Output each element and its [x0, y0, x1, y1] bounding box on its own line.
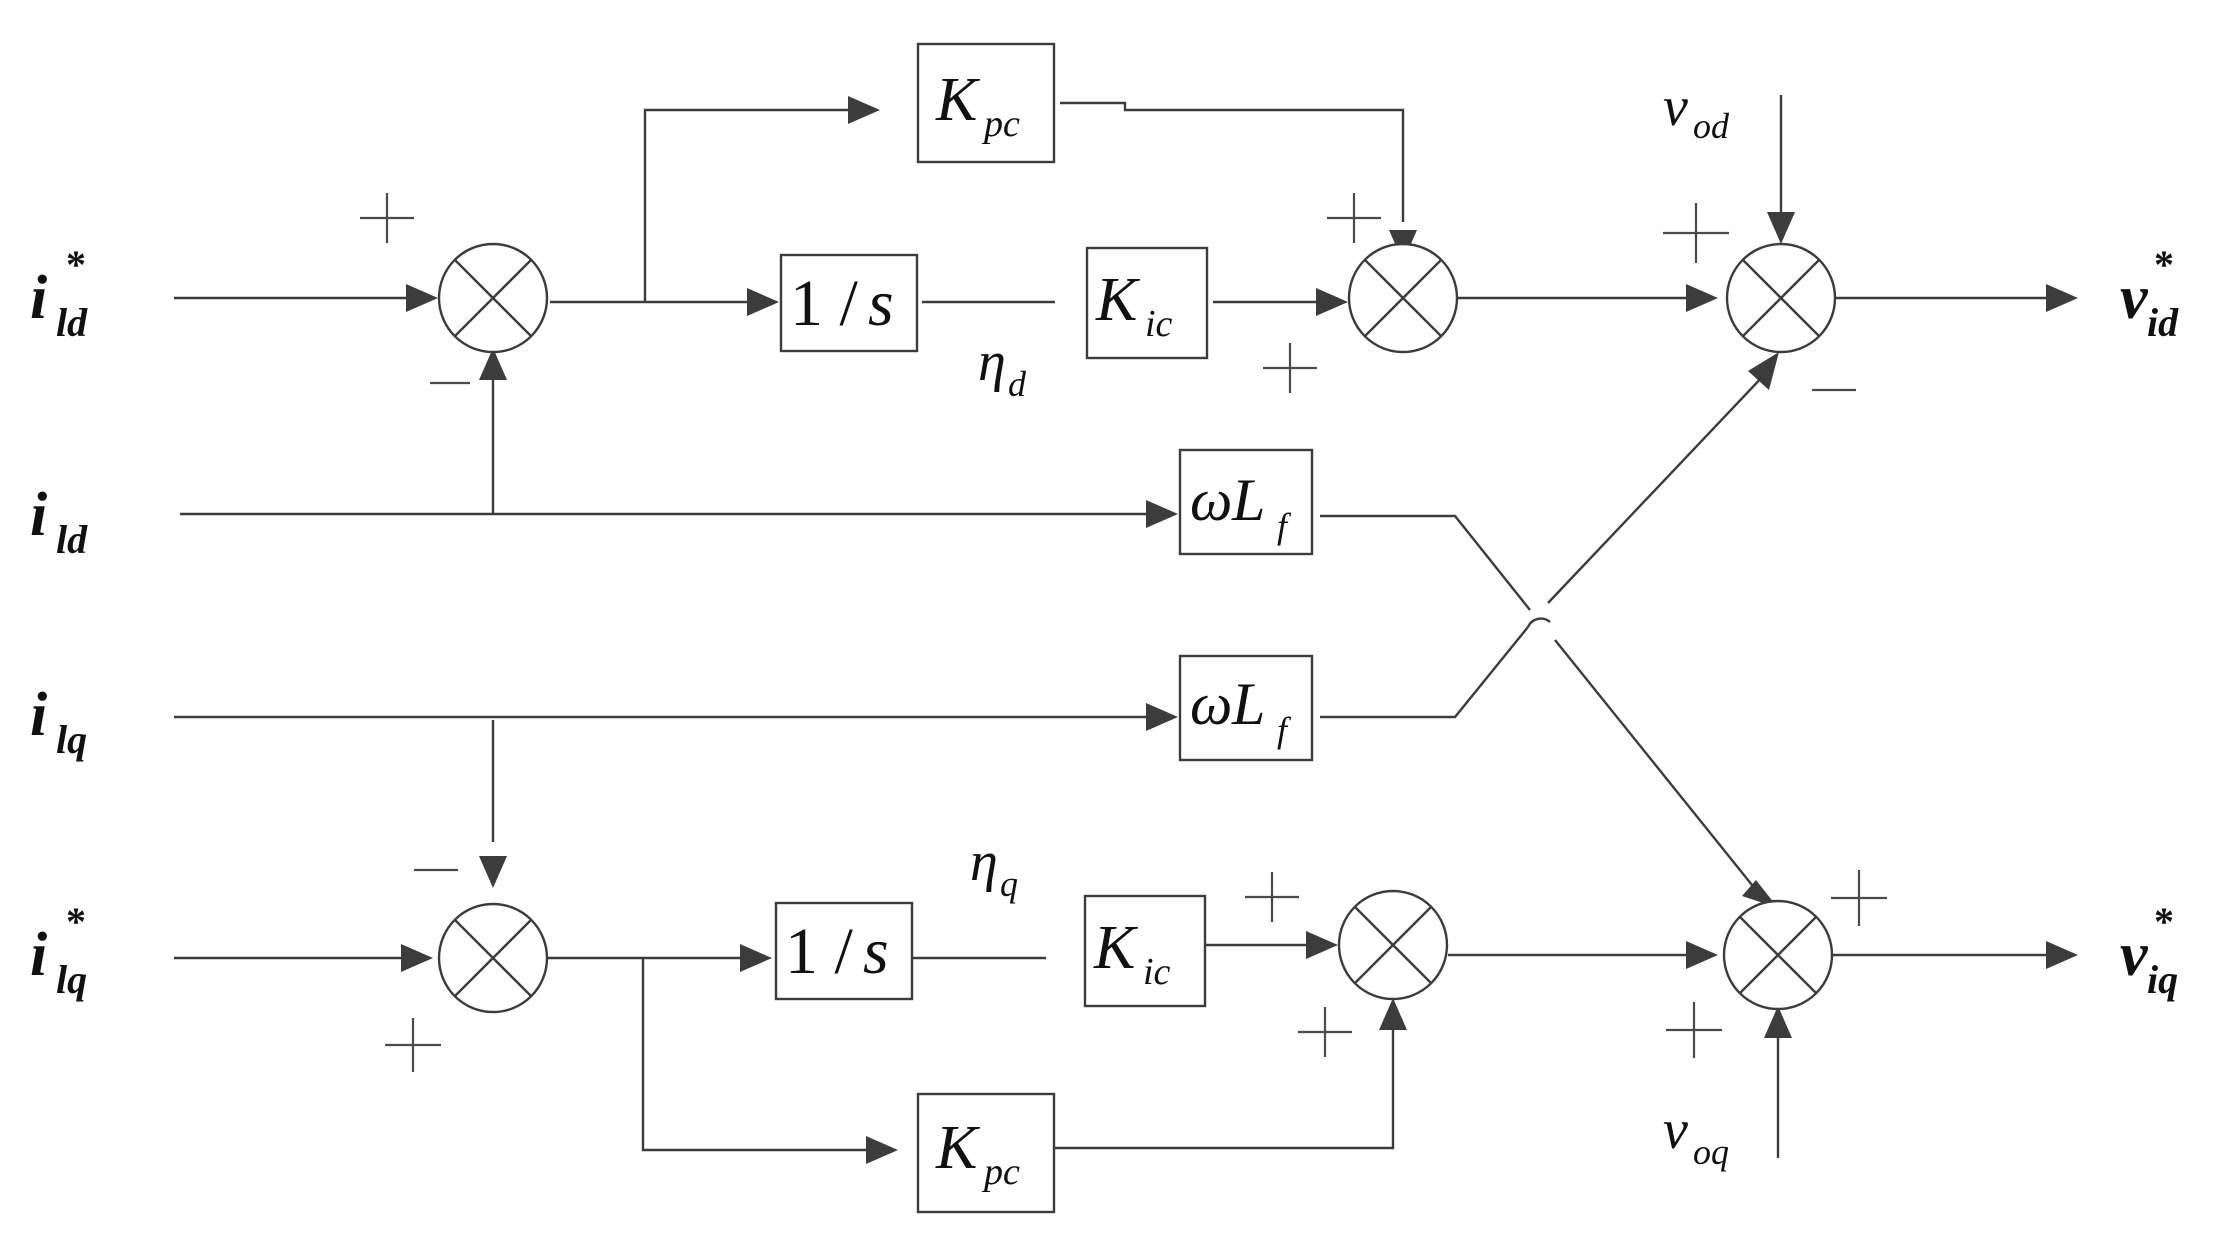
arrow-head — [1767, 212, 1795, 244]
svg-text:ic: ic — [1143, 951, 1171, 993]
label-voq: v oq — [1663, 1099, 1729, 1172]
svg-text:η: η — [970, 831, 998, 893]
block-wlf-d: ω L f — [1178, 448, 1314, 556]
svg-text:oq: oq — [1693, 1132, 1729, 1172]
svg-text:ld: ld — [56, 300, 88, 345]
sum-junction-q-out — [1722, 899, 1834, 1011]
arrow-head — [2046, 941, 2078, 969]
svg-text:q: q — [1000, 864, 1018, 904]
svg-text:s: s — [863, 915, 889, 988]
label-eta-d: η d — [978, 331, 1027, 404]
block-kpc-bottom: K pc — [916, 1092, 1056, 1214]
input-label-ild: i ld — [30, 481, 88, 562]
input-label-ilq-ref: i * lq — [30, 899, 87, 1002]
arrow-head — [1316, 288, 1348, 316]
plus-sign — [1263, 343, 1317, 393]
svg-text:ic: ic — [1145, 303, 1173, 345]
arrow-head — [1306, 931, 1338, 959]
svg-text:η: η — [978, 331, 1006, 393]
svg-text:K: K — [935, 1114, 981, 1182]
arrow-head — [740, 944, 772, 972]
svg-text:1 /: 1 / — [790, 267, 859, 340]
arrow-head — [401, 944, 433, 972]
arrow-head — [479, 856, 507, 888]
block-kic-top: K ic — [1085, 246, 1209, 360]
arrow-head — [1686, 941, 1718, 969]
output-label-vid-ref: v * id — [2120, 242, 2179, 345]
plus-sign — [385, 1018, 441, 1072]
svg-text:ld: ld — [56, 517, 88, 562]
plus-sign — [1245, 872, 1299, 922]
svg-text:i: i — [30, 264, 47, 332]
sign-markers — [360, 193, 1887, 1072]
input-label-ild-ref: i * ld — [30, 242, 88, 345]
block-integrator-top: 1 / s — [779, 253, 919, 353]
output-label-viq-ref: v * iq — [2120, 899, 2178, 1002]
svg-text:v: v — [1663, 76, 1688, 138]
arrow-head — [1748, 352, 1779, 390]
svg-text:*: * — [66, 242, 86, 287]
svg-text:i: i — [30, 921, 47, 989]
svg-text:lq: lq — [56, 957, 87, 1002]
svg-text:i: i — [30, 681, 47, 749]
svg-text:pc: pc — [981, 1151, 1020, 1193]
svg-text:L: L — [1231, 671, 1265, 737]
sum-junction-d-pi — [1347, 242, 1459, 354]
arrowheads — [401, 96, 2078, 1164]
plus-sign — [1663, 203, 1729, 263]
arrow-head — [747, 288, 779, 316]
svg-text:pc: pc — [981, 103, 1020, 145]
arrow-head — [866, 1136, 898, 1164]
label-eta-q: η q — [970, 831, 1018, 904]
arrow-head — [1764, 1006, 1792, 1038]
signal-wires — [174, 95, 2048, 1158]
block-integrator-bottom: 1 / s — [774, 901, 914, 1001]
svg-text:K: K — [1093, 914, 1139, 982]
sum-junction-q-error — [437, 902, 549, 1014]
sum-junction-d-out — [1725, 242, 1837, 354]
label-vod: v od — [1663, 76, 1730, 146]
svg-text:i: i — [30, 481, 47, 549]
svg-text:v: v — [2120, 921, 2149, 989]
svg-text:od: od — [1693, 106, 1730, 146]
svg-text:lq: lq — [56, 717, 87, 762]
svg-text:d: d — [1008, 364, 1027, 404]
sum-junction-q-pi — [1337, 889, 1449, 1001]
arrow-head — [2046, 284, 2078, 312]
arrow-head — [1146, 703, 1178, 731]
arrow-head — [1686, 284, 1718, 312]
block-kic-bottom: K ic — [1083, 894, 1207, 1008]
arrow-head — [1379, 998, 1407, 1030]
svg-text:K: K — [935, 66, 981, 134]
svg-text:*: * — [2154, 242, 2174, 287]
arrow-head — [848, 96, 880, 124]
svg-text:id: id — [2147, 300, 2179, 345]
plus-sign — [1666, 1002, 1722, 1058]
svg-text:*: * — [2154, 899, 2174, 944]
svg-text:v: v — [1663, 1099, 1688, 1161]
svg-text:s: s — [868, 267, 894, 340]
svg-text:L: L — [1231, 467, 1265, 533]
block-wlf-q: ω L f — [1178, 654, 1314, 762]
svg-text:iq: iq — [2147, 957, 2178, 1002]
svg-text:ω: ω — [1190, 467, 1232, 533]
arrow-head — [1146, 500, 1178, 528]
plus-sign — [1298, 1007, 1352, 1057]
svg-text:ω: ω — [1190, 671, 1232, 737]
svg-text:*: * — [66, 899, 86, 944]
svg-text:K: K — [1095, 266, 1141, 334]
svg-text:1 /: 1 / — [785, 915, 854, 988]
block-kpc-top: K pc — [916, 42, 1056, 164]
arrow-head — [479, 348, 507, 380]
input-label-ilq: i lq — [30, 681, 87, 762]
plus-sign — [360, 193, 414, 243]
sum-junction-d-error — [437, 242, 549, 354]
plus-sign — [1831, 870, 1887, 926]
plus-sign — [1327, 193, 1381, 243]
svg-text:v: v — [2120, 264, 2149, 332]
arrow-head — [406, 284, 438, 312]
